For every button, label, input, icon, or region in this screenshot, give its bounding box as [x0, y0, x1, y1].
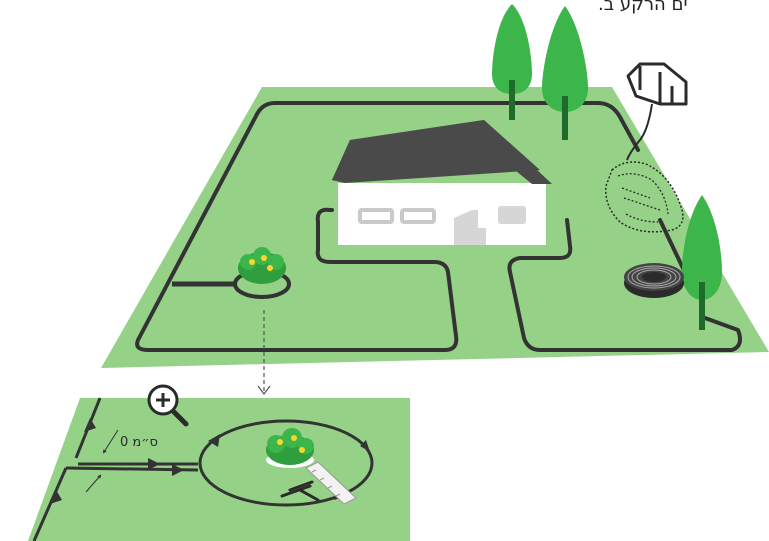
zoom-in-icon: [147, 384, 189, 427]
tree-icon: [492, 4, 532, 120]
distance-indicator: [85, 429, 119, 493]
wire-pegs-icon: [280, 480, 320, 502]
charging-station-icon: [626, 62, 688, 161]
flower-bush-icon: [266, 428, 314, 468]
zoom-leader-arrow: [257, 385, 271, 395]
boundary-wire: [135, 101, 742, 352]
measuring-ruler-icon: [305, 461, 357, 505]
header-text: ים הרקע ב.: [598, 0, 688, 15]
distance-label: 0 ס״מ: [120, 435, 158, 450]
flower-bush-icon: [238, 247, 286, 284]
tree-icon: [542, 6, 588, 140]
robot-mower-icon: [605, 161, 684, 233]
house-icon: [332, 120, 552, 245]
tree-icon: [682, 195, 722, 330]
detail-lawn: [28, 398, 410, 541]
wire-coil-icon: [624, 263, 684, 298]
